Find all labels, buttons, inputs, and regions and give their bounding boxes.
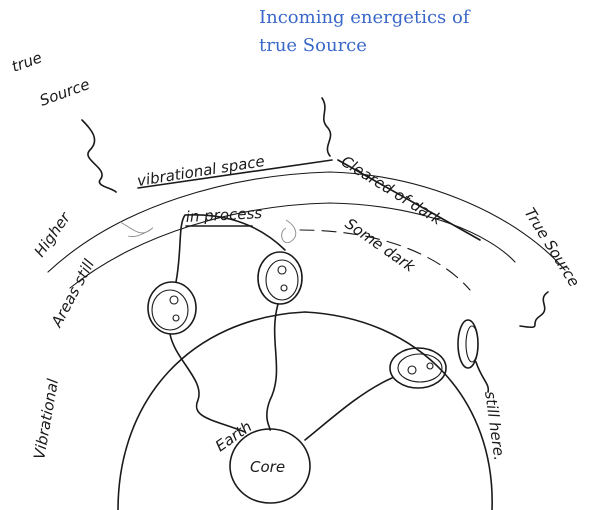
outer-arc-3 bbox=[299, 229, 471, 291]
vortex-left bbox=[147, 281, 197, 335]
caption-line-2: true Source bbox=[259, 35, 367, 56]
scribble-left bbox=[119, 221, 153, 238]
vortex-center bbox=[257, 251, 303, 305]
label-in-process: in process bbox=[185, 204, 262, 226]
source-wave-right bbox=[519, 291, 549, 329]
link-center-core bbox=[266, 303, 279, 431]
caption-line-1: Incoming energetics of bbox=[259, 7, 470, 28]
label-true-source-top-1: true bbox=[9, 48, 44, 75]
label-true-source-right: True Source bbox=[521, 205, 584, 290]
label-some-dark: Some dark bbox=[342, 215, 420, 277]
label-true-source-top-2: Source bbox=[37, 75, 92, 110]
source-wave-top-left bbox=[81, 119, 117, 193]
label-vibrational-left: Vibrational bbox=[30, 377, 62, 461]
earth-circle bbox=[117, 311, 493, 510]
link-right-core bbox=[304, 377, 393, 441]
underline-cleared bbox=[337, 159, 481, 241]
diagram-caption: Incoming energetics of true Source bbox=[259, 4, 589, 60]
label-areas-still: Areas still bbox=[47, 256, 98, 331]
link-left-center bbox=[175, 214, 286, 283]
source-wave-center bbox=[321, 97, 332, 157]
outer-arc-1 bbox=[47, 171, 566, 273]
label-higher: Higher bbox=[31, 208, 75, 260]
vortex-right bbox=[389, 319, 479, 389]
link-right-below bbox=[475, 361, 490, 393]
link-left-earth bbox=[169, 333, 246, 433]
underline-vibrational bbox=[137, 159, 333, 189]
scribble-center bbox=[281, 219, 297, 244]
label-vibrational-space: vibrational space bbox=[136, 152, 266, 190]
label-core: Core bbox=[250, 458, 285, 476]
outer-arc-2 bbox=[69, 202, 516, 289]
